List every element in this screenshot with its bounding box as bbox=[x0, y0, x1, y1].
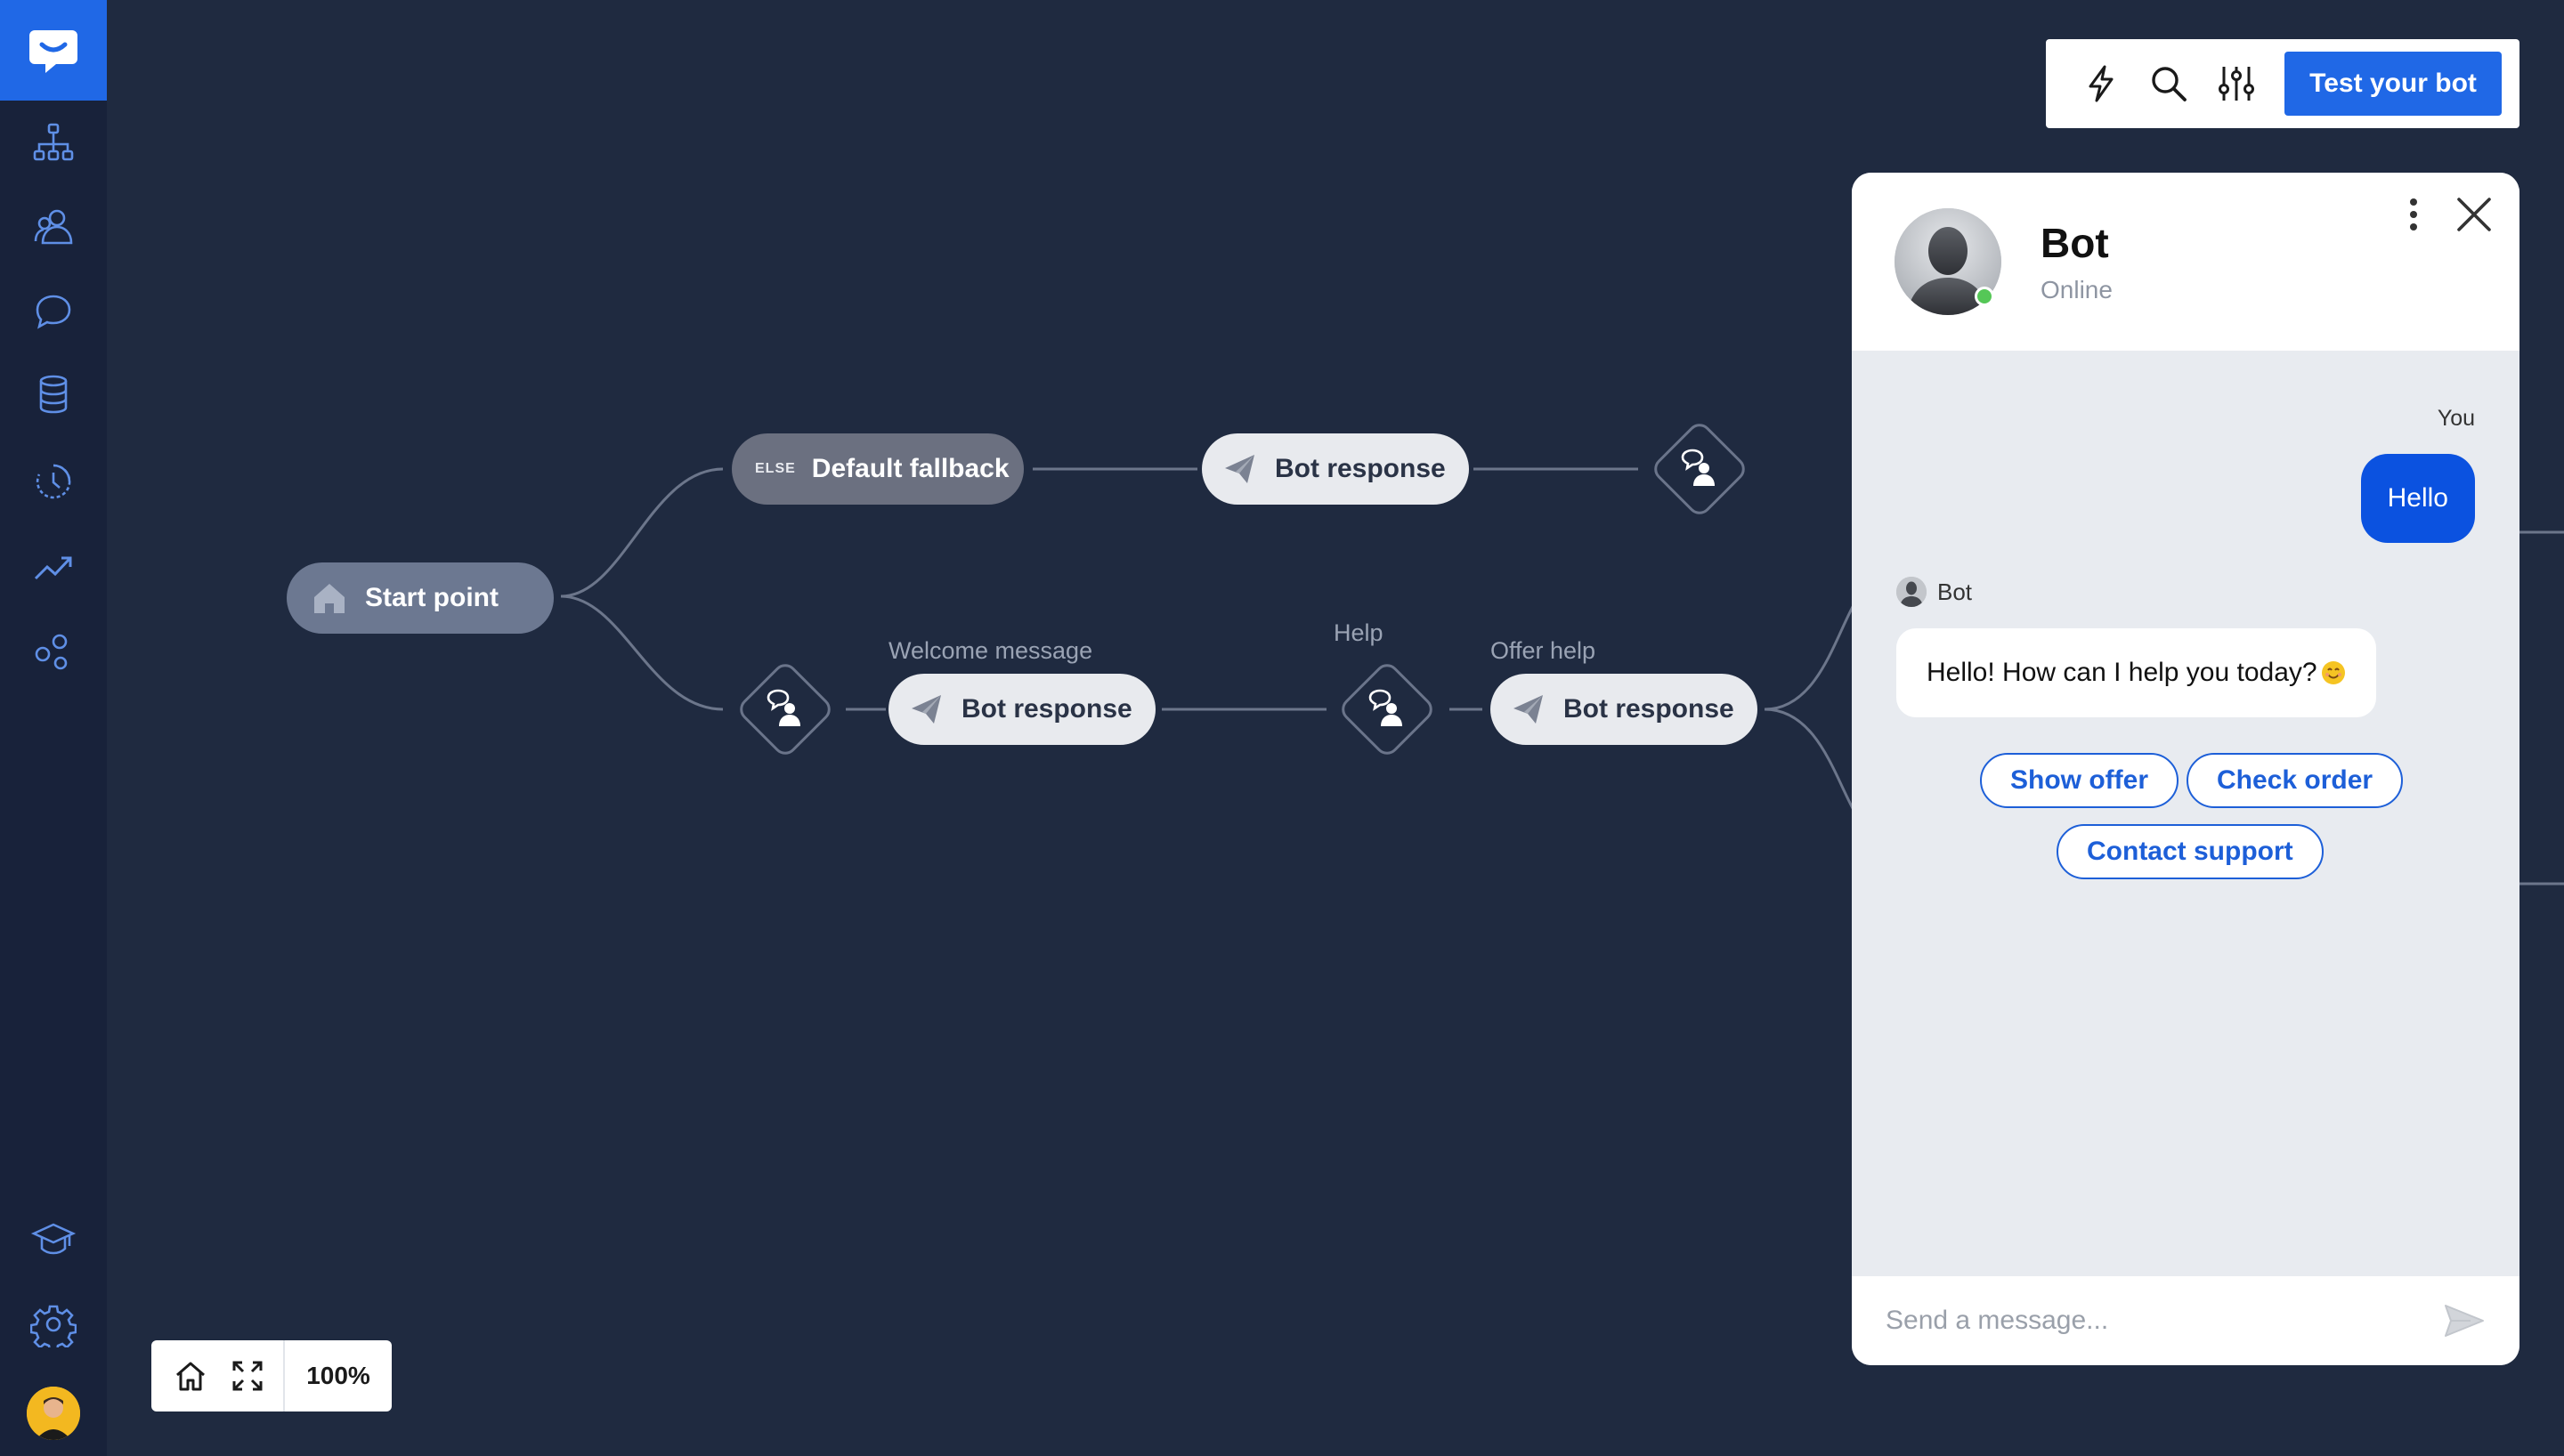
analytics-icon[interactable] bbox=[27, 539, 80, 593]
lightning-icon[interactable] bbox=[2076, 59, 2126, 109]
else-tag: ELSE bbox=[755, 461, 796, 476]
integrations-icon[interactable] bbox=[27, 626, 80, 679]
test-chat-panel: Bot Online You Hello Bot Hello! How can … bbox=[1852, 173, 2519, 1365]
default-fallback-node[interactable]: ELSE Default fallback bbox=[732, 433, 1024, 505]
home-view-icon[interactable] bbox=[167, 1353, 214, 1399]
users-icon[interactable] bbox=[27, 200, 80, 254]
send-icon bbox=[1223, 452, 1257, 486]
send-icon bbox=[910, 692, 944, 726]
welcome-message-caption: Welcome message bbox=[888, 637, 1093, 664]
sidebar bbox=[0, 0, 107, 1456]
bot-response-label: Bot response bbox=[1563, 694, 1734, 724]
bot-status: Online bbox=[2041, 276, 2113, 303]
zoom-divider bbox=[283, 1340, 285, 1412]
bot-mini-avatar bbox=[1896, 577, 1927, 607]
zoom-level[interactable]: 100% bbox=[306, 1362, 370, 1389]
settings-icon[interactable] bbox=[27, 1298, 80, 1351]
start-point-label: Start point bbox=[365, 583, 499, 612]
help-caption: Help bbox=[1334, 619, 1383, 646]
smile-emoji-icon bbox=[2321, 661, 2345, 684]
send-message-icon[interactable] bbox=[2439, 1298, 2489, 1344]
home-icon bbox=[310, 578, 349, 618]
bot-response-label: Bot response bbox=[1275, 454, 1446, 483]
chat-icon[interactable] bbox=[27, 285, 80, 338]
default-fallback-label: Default fallback bbox=[811, 454, 1010, 483]
bot-response-node-welcome[interactable]: Bot response bbox=[888, 674, 1156, 745]
bot-response-node-offer[interactable]: Bot response bbox=[1490, 674, 1757, 745]
search-icon[interactable] bbox=[2144, 59, 2194, 109]
app-logo[interactable] bbox=[0, 0, 107, 101]
learning-icon[interactable] bbox=[27, 1212, 80, 1266]
user-message-bubble: Hello bbox=[2360, 454, 2475, 543]
test-your-bot-button[interactable]: Test your bot bbox=[2284, 52, 2502, 116]
message-input[interactable] bbox=[1886, 1294, 2420, 1347]
bot-response-node-top[interactable]: Bot response bbox=[1202, 433, 1469, 505]
user-avatar[interactable] bbox=[27, 1387, 80, 1440]
start-point-node[interactable]: Start point bbox=[287, 562, 554, 634]
bot-name: Bot bbox=[2041, 220, 2109, 266]
fit-screen-icon[interactable] bbox=[224, 1353, 271, 1399]
sender-bot: Bot bbox=[1896, 577, 1972, 607]
more-options-icon[interactable] bbox=[2391, 192, 2436, 237]
close-icon[interactable] bbox=[2452, 192, 2496, 237]
sender-you-label: You bbox=[2437, 406, 2475, 431]
quick-reply-contact-support[interactable]: Contact support bbox=[2057, 824, 2324, 879]
bot-message-bubble: Hello! How can I help you today? bbox=[1896, 628, 2376, 717]
stories-icon[interactable] bbox=[27, 116, 80, 169]
zoom-controls: 100% bbox=[151, 1340, 392, 1412]
history-icon[interactable] bbox=[27, 455, 80, 508]
sender-bot-label: Bot bbox=[1937, 578, 1973, 605]
database-icon[interactable] bbox=[27, 368, 80, 421]
bot-message-text: Hello! How can I help you today? bbox=[1927, 658, 2317, 687]
sliders-icon[interactable] bbox=[2211, 59, 2261, 109]
quick-reply-check-order[interactable]: Check order bbox=[2187, 753, 2404, 808]
offer-help-caption: Offer help bbox=[1490, 637, 1596, 664]
send-icon bbox=[1512, 692, 1546, 726]
chat-header: Bot Online bbox=[1852, 173, 2519, 351]
top-toolbar: Test your bot bbox=[2046, 39, 2519, 128]
online-indicator bbox=[1975, 287, 1994, 306]
bot-response-label: Bot response bbox=[961, 694, 1132, 724]
chat-logo-icon bbox=[29, 29, 77, 73]
message-composer bbox=[1852, 1276, 2519, 1365]
quick-reply-show-offer[interactable]: Show offer bbox=[1980, 753, 2179, 808]
